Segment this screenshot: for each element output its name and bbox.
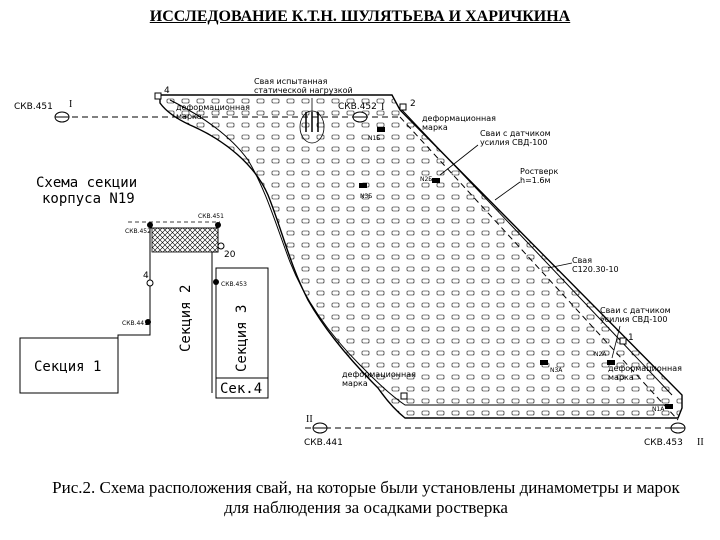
sensor-pile2-label-2: усилия СВД-100 <box>600 315 667 324</box>
test-pile-label-1: Свая испытанная <box>254 77 328 86</box>
mark-sub-top-right: марка <box>422 123 448 132</box>
mark-sub-bottom-right: марка <box>608 373 634 382</box>
section2-label: Секция 2 <box>178 285 194 352</box>
scheme-title-2: корпуса N19 <box>42 191 135 207</box>
skv441-label: СКВ.441 <box>304 438 343 448</box>
well-skv451: СКВ.451 I <box>14 99 72 123</box>
scheme-skv-2: СКВ.451 <box>198 213 224 220</box>
pile-n1b-label: N1Б <box>368 135 380 142</box>
sensor-pile-label-2: усилия СВД-100 <box>480 138 547 147</box>
test-pile-label-2: статической нагрузкой <box>254 86 353 95</box>
scheme-point-20: 20 <box>224 250 236 260</box>
pile-n3b-label: N3Б <box>360 193 372 200</box>
pile-n2a-label: N2A <box>594 351 607 358</box>
pile-label-1: Свая <box>572 256 592 265</box>
skv452-label: СКВ.452 <box>338 102 377 112</box>
pile-n2b-label: N2Б <box>420 176 432 183</box>
point-1-label: 1 <box>628 333 634 343</box>
point-2-label: 2 <box>410 99 416 109</box>
sensor-pile-label-1: Сваи с датчиком <box>480 129 551 138</box>
well-skv453: СКВ.453 II <box>644 422 704 448</box>
pile-n1a-label: N1A <box>652 406 665 413</box>
mark-sub-top-left: марка <box>176 112 202 121</box>
grillage-inner-edge <box>169 99 670 406</box>
grillage-outline <box>159 94 683 419</box>
mark-sub-bottom-left: марка <box>342 379 368 388</box>
point-4-label: 4 <box>164 86 170 96</box>
scheme-point-4: 4 <box>143 271 149 281</box>
grillage-label-1: Ростверк <box>520 167 558 176</box>
scheme-title-1: Схема секции <box>36 175 137 191</box>
section4-label: Сек.4 <box>220 381 262 397</box>
caption-line-2: для наблюдения за осадками ростверка <box>224 498 508 517</box>
scheme-skv-4: СКВ.453 <box>221 281 247 288</box>
skv453-label: СКВ.453 <box>644 438 683 448</box>
scheme-skv-3: СКВ.441 <box>122 320 148 327</box>
section1-label: Секция 1 <box>34 359 101 375</box>
grillage-right-inner <box>401 109 673 396</box>
mark-label-bottom-right: деформационная <box>608 364 682 373</box>
section3-label: Секция 3 <box>234 305 250 372</box>
mark-label-bottom-left: деформационная <box>342 370 416 379</box>
axis-I-label-left: I <box>69 99 72 110</box>
axis-II-label-right: II <box>697 437 704 448</box>
scheme-skv-1: СКВ.452 <box>125 228 151 235</box>
mark-label-top-right: деформационная <box>422 114 496 123</box>
caption-line-1: Рис.2. Схема расположения свай, на котор… <box>52 478 680 497</box>
axis-I-label-right: I <box>381 102 384 113</box>
figure-caption: Рис.2. Схема расположения свай, на котор… <box>16 478 716 518</box>
well-skv452: СКВ.452 I <box>338 102 384 123</box>
grillage-label-2: h=1.6м <box>520 176 551 185</box>
skv451-label: СКВ.451 <box>14 102 53 112</box>
page-title: ИССЛЕДОВАНИЕ К.Т.Н. ШУЛЯТЬЕВА И ХАРИЧКИН… <box>149 8 571 25</box>
pile-label-2: С120.30-10 <box>572 265 619 274</box>
well-skv441: СКВ.441 II <box>304 414 343 448</box>
sensor-pile2-label-1: Сваи с датчиком <box>600 306 671 315</box>
axis-II-label-left: II <box>306 414 313 425</box>
pile-n3a-label: N3A <box>550 367 563 374</box>
section-scheme: Секция 1 Секция 2 Секция 3 Сек.4 СКВ.452… <box>19 213 269 399</box>
mark-label-top-left: деформационная <box>176 103 250 112</box>
